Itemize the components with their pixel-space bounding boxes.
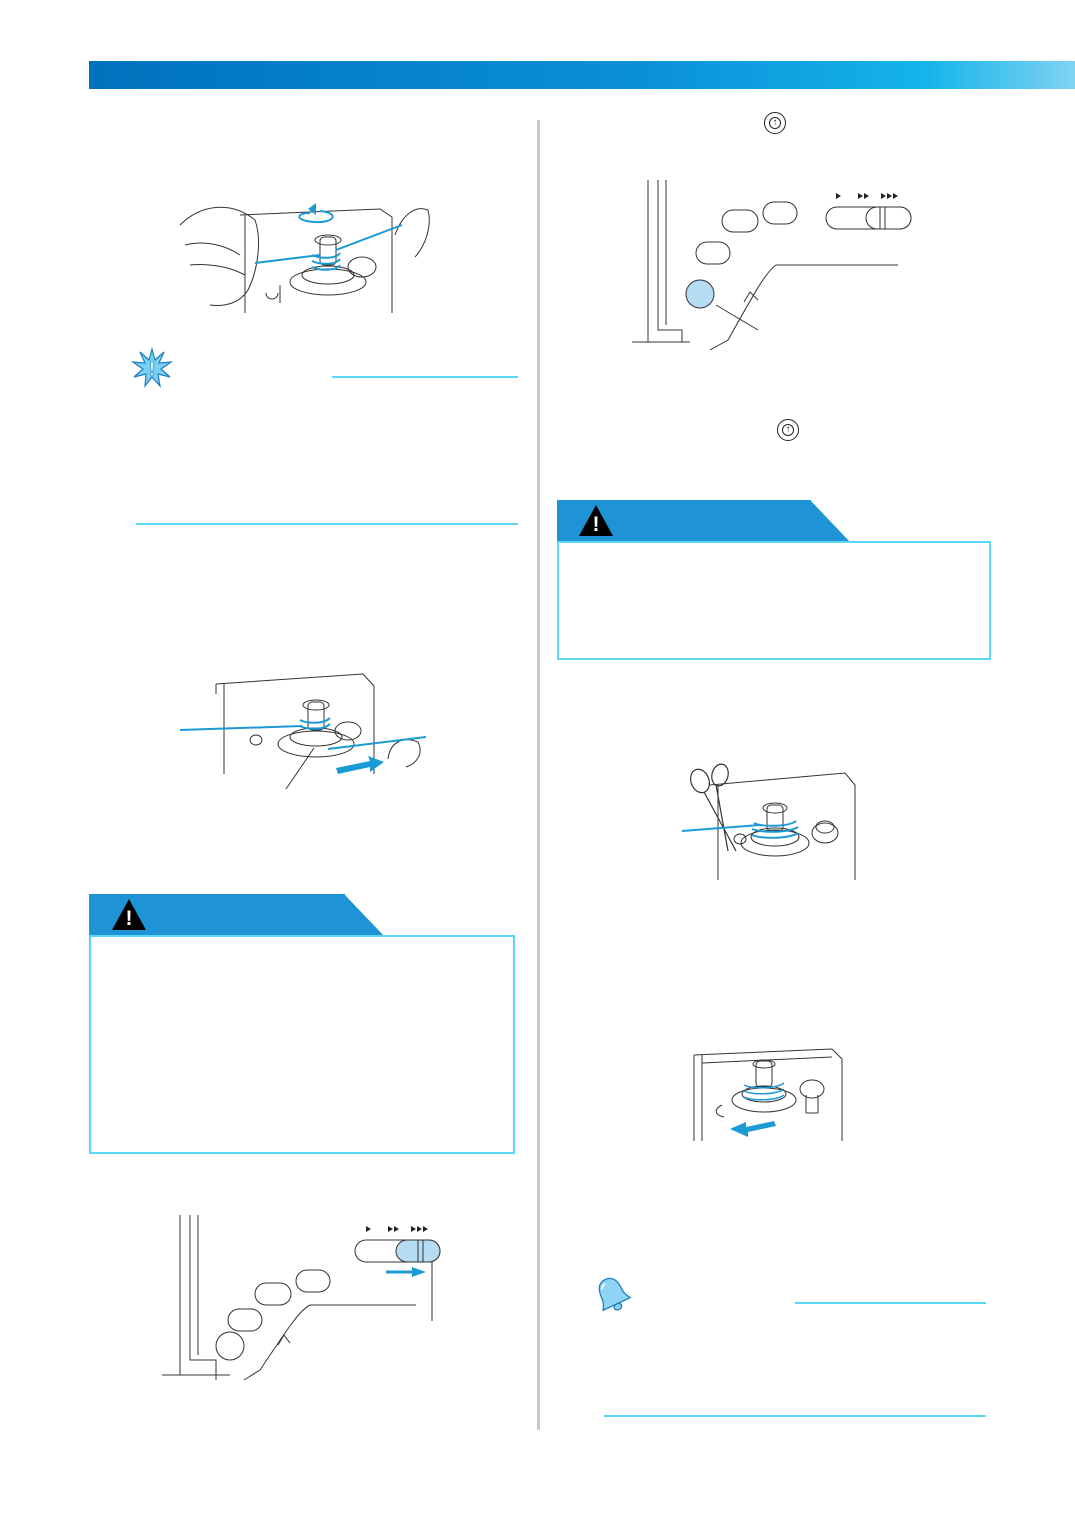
bobbin-thread-pull-illustration: [178, 664, 438, 794]
column-divider: [537, 120, 540, 1430]
bobbin-hand-winding-illustration: [170, 203, 440, 320]
warning-exclamation-mark: !: [125, 907, 133, 930]
cut-thread-scissors-illustration: [680, 765, 860, 885]
note-bottom-rule: [136, 523, 518, 525]
warning-box-right: [557, 541, 991, 660]
exclamation-triangle-icon: !: [112, 899, 146, 931]
memo-title-rule: [795, 1302, 986, 1304]
start-button-illustration: [630, 180, 920, 350]
warning-header-tab-slant: [344, 894, 384, 936]
sparkle-burst-icon: !: [132, 348, 172, 388]
start-stop-button-icon: ↑: [764, 112, 786, 134]
warning-box-left: [89, 935, 515, 1154]
header-bar: [89, 61, 1075, 89]
speed-slider-illustration: [160, 1215, 460, 1385]
winder-return-illustration: [692, 1045, 852, 1145]
note-title-rule: [332, 376, 518, 378]
bell-icon: [594, 1274, 630, 1314]
warning-header-tab-slant: [810, 500, 850, 542]
memo-bottom-rule: [604, 1415, 986, 1417]
warning-exclamation-mark: !: [592, 513, 600, 536]
svg-text:!: !: [149, 359, 155, 379]
exclamation-triangle-icon: !: [579, 505, 613, 537]
start-stop-button-icon: ↑: [777, 419, 799, 441]
